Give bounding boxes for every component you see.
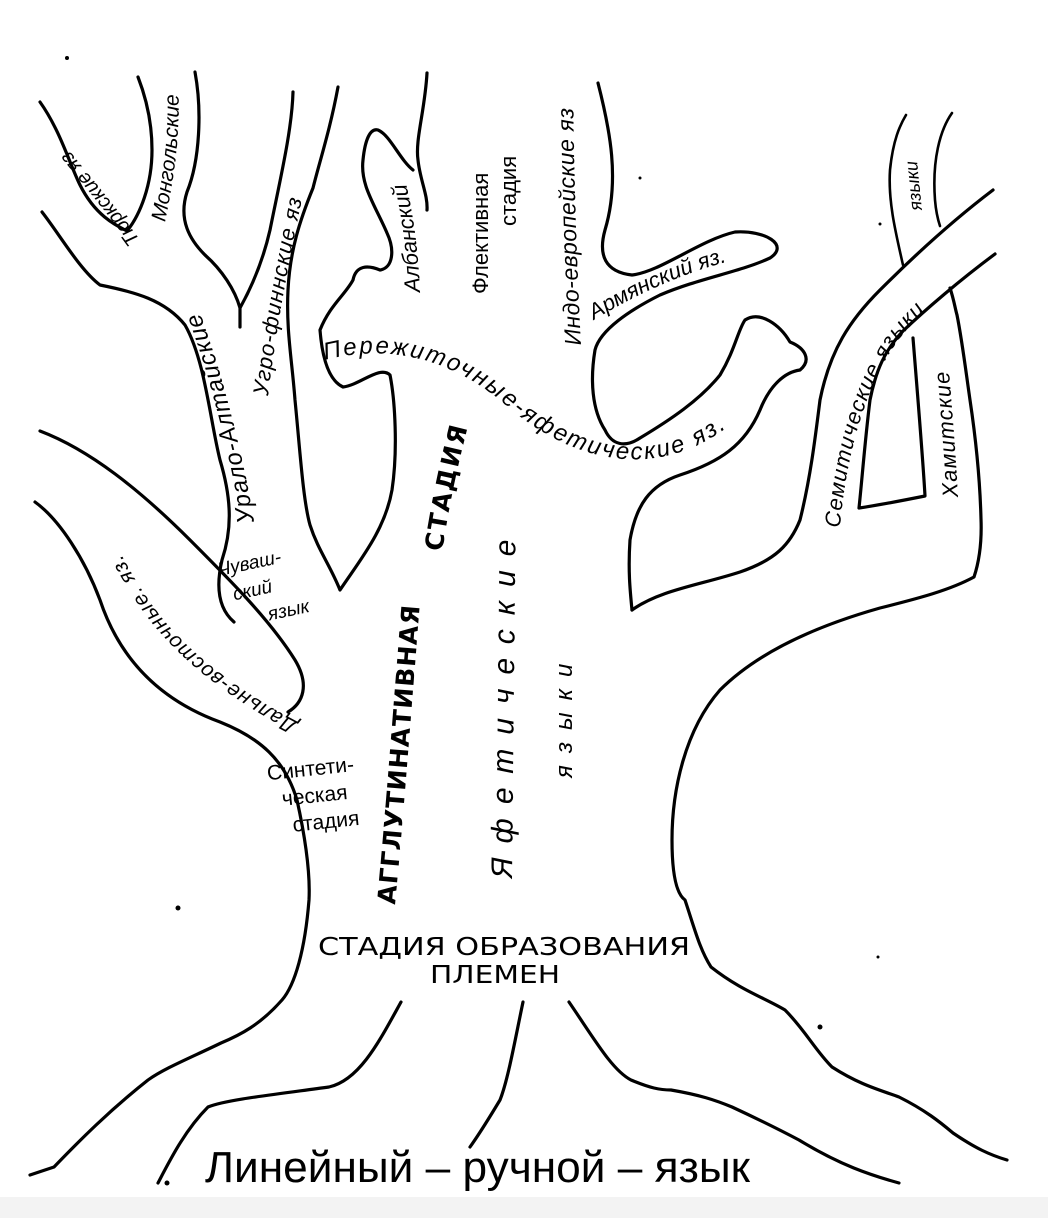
label-japhetic-languages: языки xyxy=(551,652,578,779)
turkic-mongol-outline xyxy=(38,75,154,233)
indo-european-outline xyxy=(590,81,808,612)
root-left-inner xyxy=(156,1000,403,1185)
hamitic-right-upper-outline xyxy=(933,111,954,228)
label-tribes: ПЛЕМЕН xyxy=(430,960,560,989)
label-linear-manual-language: Линейный – ручной – язык xyxy=(205,1143,751,1192)
mongol-ugro-outline xyxy=(182,70,295,329)
tree-outline xyxy=(28,70,1009,1185)
label-inflective-stage: стадия xyxy=(496,156,521,226)
ugro-pereghit-outline xyxy=(286,85,415,592)
label-synthetic-stage: Синтети- ческая стадия xyxy=(266,753,360,837)
root-right-inner xyxy=(567,1000,901,1185)
root-middle xyxy=(468,1000,525,1149)
far-eastern-upper-outline xyxy=(38,429,305,714)
albanian-right-outline xyxy=(415,71,429,212)
hamitic-left-outline xyxy=(888,113,908,267)
trunk-right-outline xyxy=(670,286,1009,1162)
trunk-left-outline xyxy=(28,500,311,1177)
print-specks xyxy=(65,56,882,1186)
bottom-band xyxy=(0,1197,1048,1218)
label-japhetic: Яфетические xyxy=(486,525,523,880)
semitic-inner-outline xyxy=(857,252,997,510)
label-tribe-formation: СТАДИЯ ОБРАЗОВАНИЯ xyxy=(318,932,690,961)
ural-altaic-left-outline xyxy=(40,210,236,624)
label-inflective: Флективная xyxy=(468,173,493,294)
semitic-outer-outline xyxy=(630,188,995,612)
